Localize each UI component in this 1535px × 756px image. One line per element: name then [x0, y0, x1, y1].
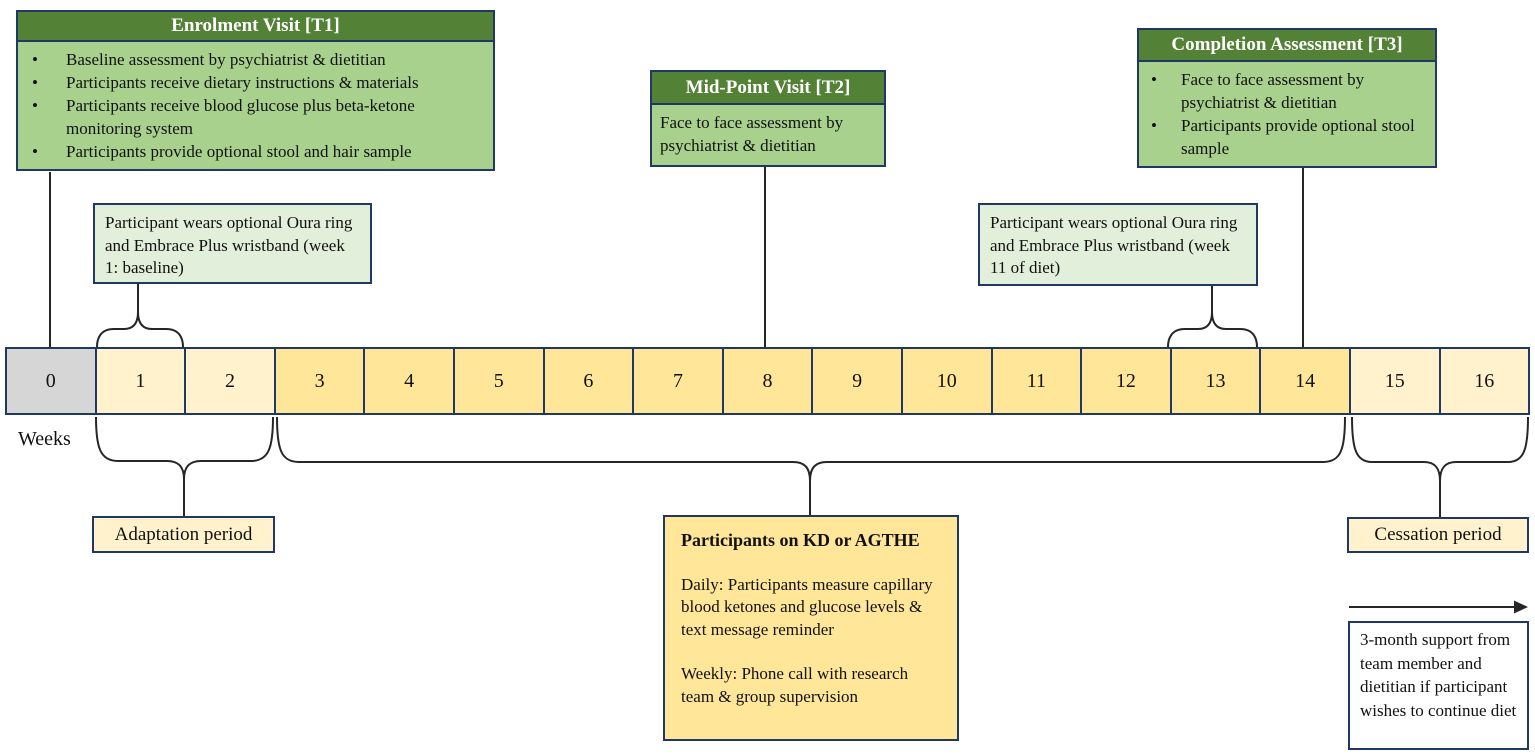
enrolment-visit-body: • Baseline assessment by psychiatrist & …: [18, 42, 493, 169]
bullet-marker: •: [32, 142, 38, 161]
adaptation-brace: [95, 416, 274, 516]
arrow-right-icon: [1349, 600, 1528, 614]
week-cell-2: 2: [184, 349, 274, 413]
weeks-timeline: 0 1 2 3 4 5 6 7 8 9 10 11 12 13 14 15 16: [5, 347, 1530, 415]
oura-baseline-brace: [96, 284, 184, 348]
list-item: • Baseline assessment by psychiatrist & …: [32, 48, 485, 71]
week-cell-16: 16: [1438, 349, 1529, 413]
week-cell-7: 7: [632, 349, 722, 413]
bullet-marker: •: [32, 73, 38, 92]
week-cell-11: 11: [990, 349, 1081, 413]
oura-diet-note: Participant wears optional Oura ring and…: [978, 203, 1258, 286]
week-cell-12: 12: [1080, 349, 1170, 413]
cessation-period-box: Cessation period: [1347, 517, 1529, 553]
kd-agthe-title: Participants on KD or AGTHE: [681, 530, 920, 550]
diet-period-brace: [276, 416, 1346, 515]
mid-point-visit-box: Mid-Point Visit [T2] Face to face assess…: [650, 70, 886, 167]
kd-weekly-text: Weekly: Phone call with research team & …: [681, 664, 909, 706]
bullet-marker: •: [1151, 70, 1157, 89]
oura-baseline-note: Participant wears optional Oura ring and…: [93, 203, 372, 284]
cessation-brace: [1351, 416, 1529, 517]
week-cell-8: 8: [721, 349, 812, 413]
mid-point-visit-title: Mid-Point Visit [T2]: [652, 72, 884, 105]
bullet-text: Face to face assessment by psychiatrist …: [1181, 70, 1365, 112]
week-cell-3: 3: [273, 349, 364, 413]
kd-daily-text: Daily: Participants measure capillary bl…: [681, 574, 933, 639]
adaptation-period-box: Adaptation period: [92, 516, 275, 553]
week-cell-6: 6: [542, 349, 633, 413]
list-item: • Participants provide optional stool an…: [32, 140, 485, 163]
week-cell-13: 13: [1169, 349, 1260, 413]
completion-assessment-box: Completion Assessment [T3] • Face to fac…: [1137, 28, 1437, 168]
week-cell-5: 5: [452, 349, 543, 413]
week-cell-1: 1: [94, 349, 185, 413]
week-cell-14: 14: [1259, 349, 1349, 413]
week-cell-9: 9: [811, 349, 901, 413]
completion-assessment-title: Completion Assessment [T3]: [1139, 30, 1435, 62]
completion-assessment-body: • Face to face assessment by psychiatris…: [1139, 62, 1435, 166]
enrolment-visit-title: Enrolment Visit [T1]: [18, 12, 493, 42]
list-item: • Participants provide optional stool sa…: [1151, 114, 1427, 160]
bullet-marker: •: [32, 50, 38, 69]
list-item: • Participants receive dietary instructi…: [32, 71, 485, 94]
weeks-axis-label: Weeks: [18, 428, 71, 450]
bullet-text: Participants receive blood glucose plus …: [66, 96, 415, 138]
bullet-text: Participants provide optional stool and …: [66, 142, 412, 161]
enrolment-visit-box: Enrolment Visit [T1] • Baseline assessme…: [16, 10, 495, 171]
bullet-text: Participants provide optional stool samp…: [1181, 116, 1415, 158]
week-cell-10: 10: [900, 349, 991, 413]
list-item: • Participants receive blood glucose plu…: [32, 94, 485, 140]
bullet-marker: •: [32, 96, 38, 115]
week-cell-0: 0: [7, 349, 95, 413]
oura-diet-brace: [1167, 286, 1258, 348]
list-item: • Face to face assessment by psychiatris…: [1151, 68, 1427, 114]
bullet-text: Participants receive dietary instruction…: [66, 73, 419, 92]
bullet-text: Baseline assessment by psychiatrist & di…: [66, 50, 386, 69]
bullet-marker: •: [1151, 116, 1157, 135]
mid-point-visit-body: Face to face assessment by psychiatrist …: [660, 113, 844, 155]
week-cell-15: 15: [1348, 349, 1439, 413]
support-note-box: 3-month support from team member and die…: [1348, 621, 1529, 750]
kd-agthe-box: Participants on KD or AGTHE Daily: Parti…: [663, 515, 959, 741]
week-cell-4: 4: [363, 349, 453, 413]
